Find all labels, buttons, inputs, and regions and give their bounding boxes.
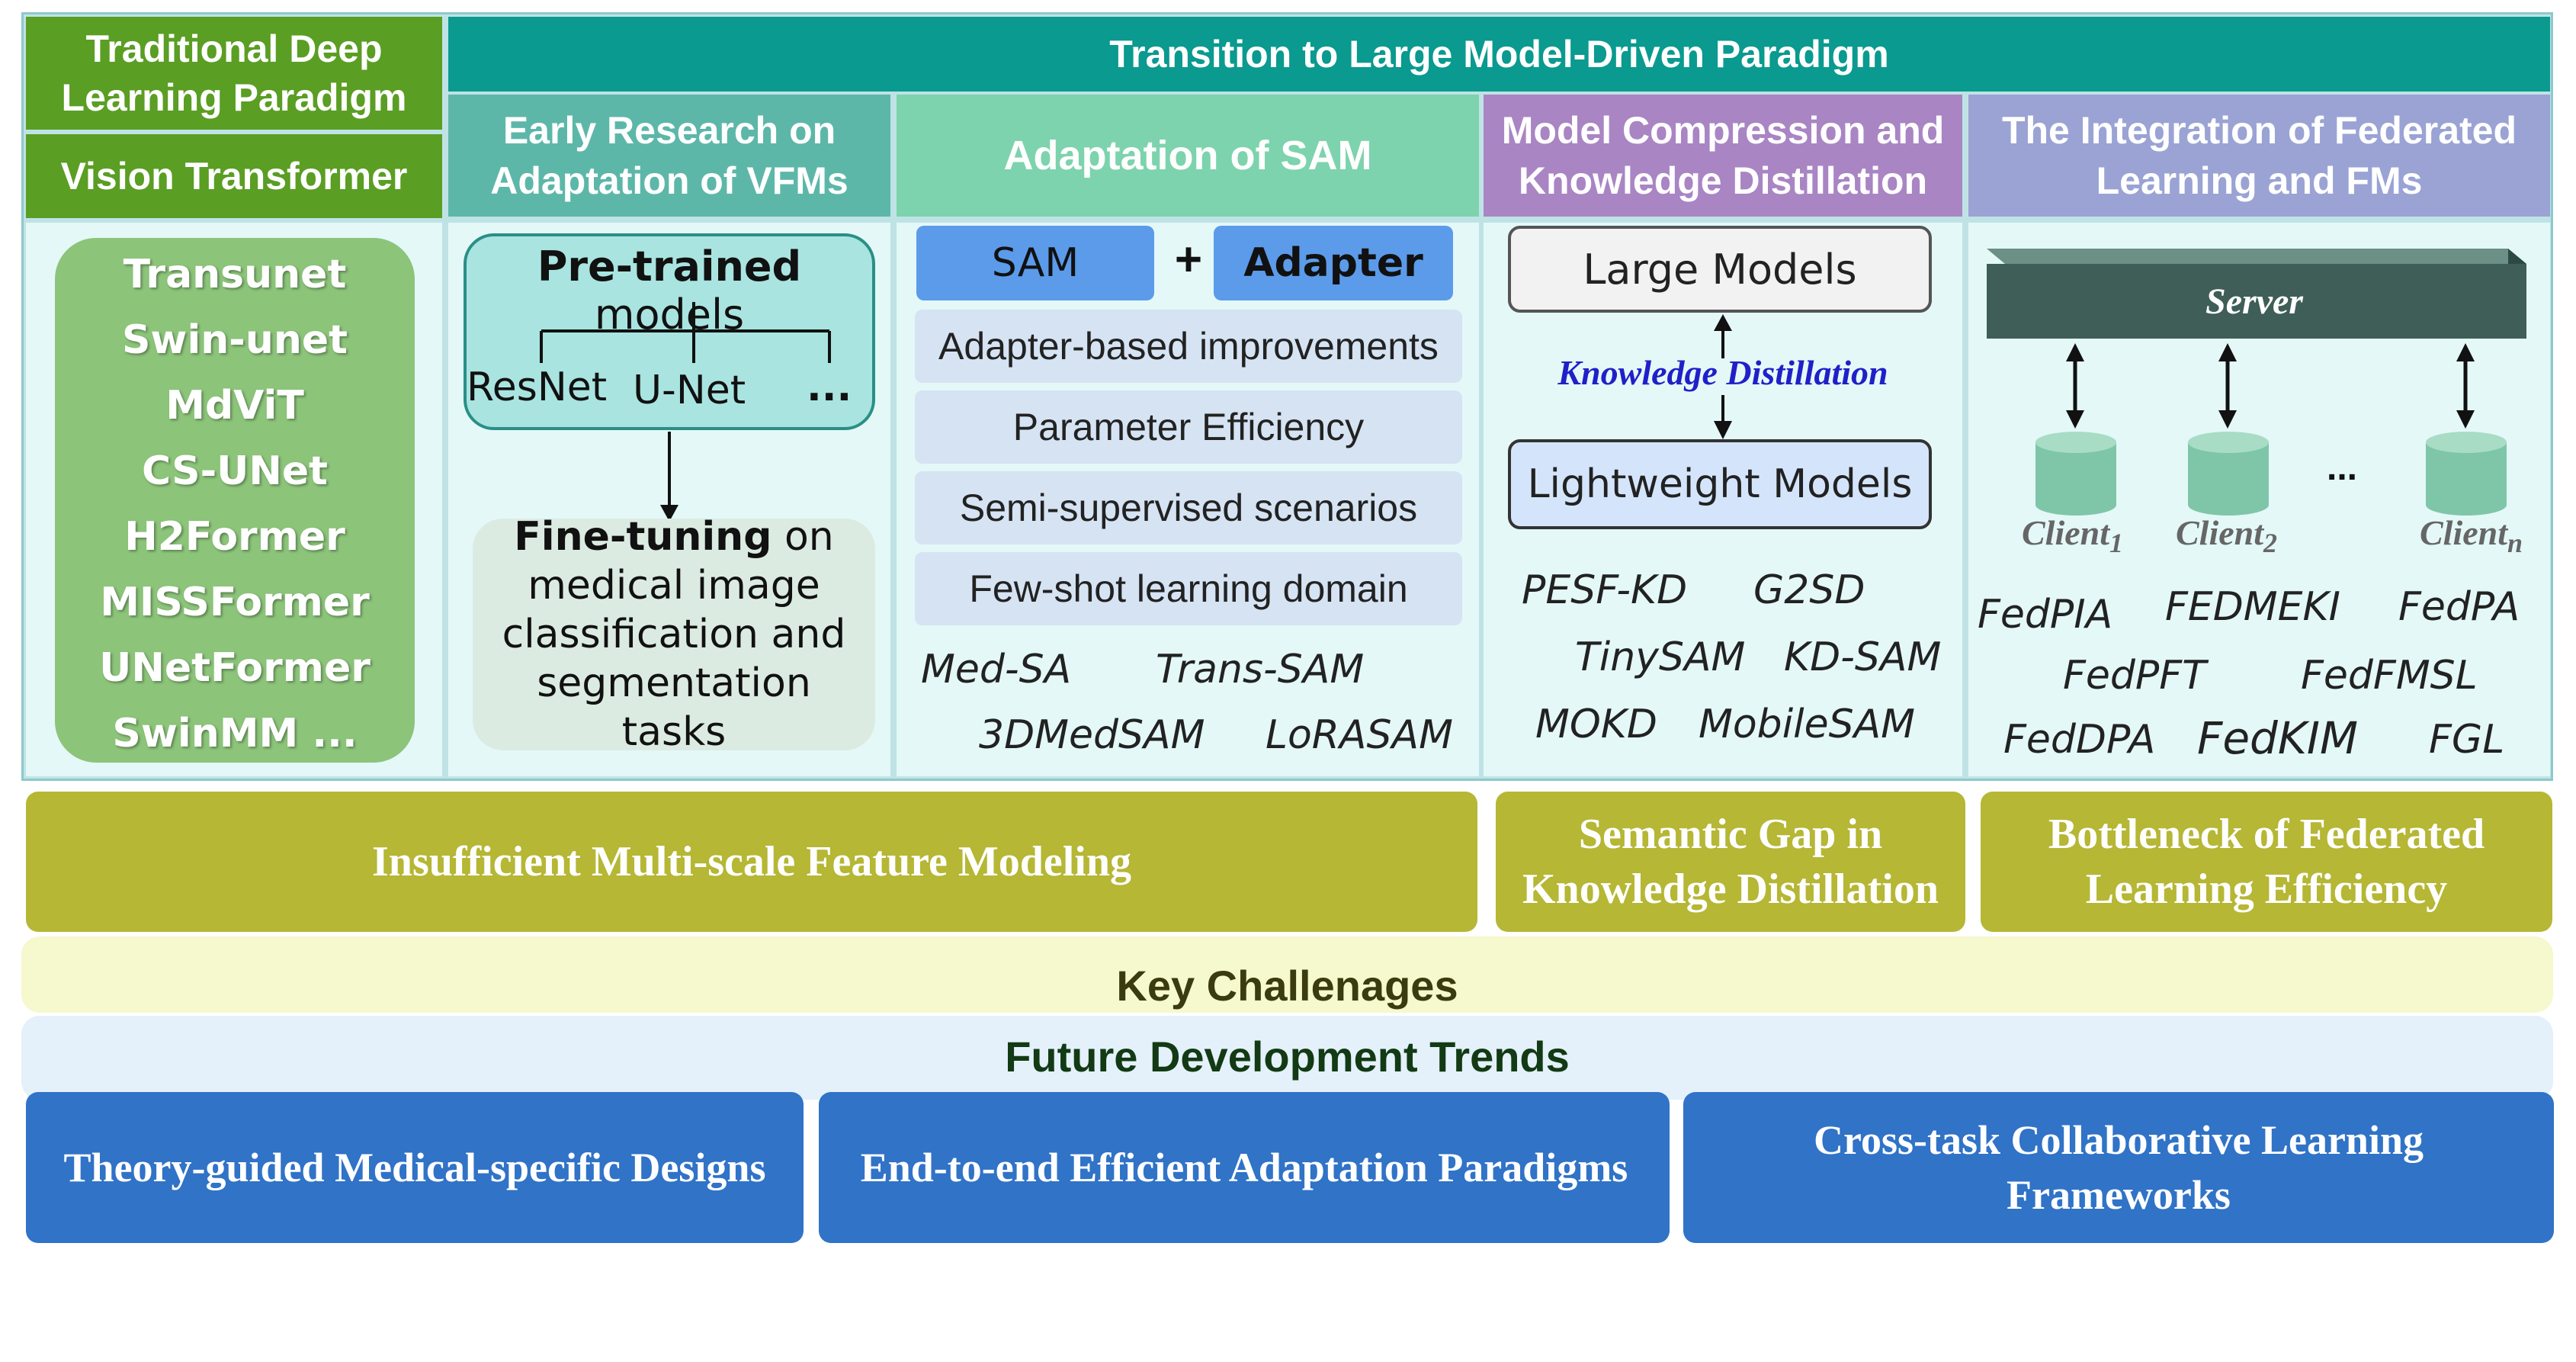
adapter-block: Adapter [1214,226,1453,300]
future-trend-item: Theory-guided Medical-specific Designs [26,1092,804,1243]
compression-title: Model Compression and Knowledge Distilla… [1501,109,1945,202]
vit-model: CS-UNet [141,448,329,494]
future-trend-item: Cross-task Collaborative Learning Framew… [1683,1092,2554,1243]
federated-diagram [1987,249,2526,516]
server-label: Server [2205,281,2303,322]
client-label: Clientn [2420,512,2523,559]
key-challenges-label: Key Challenages [1116,961,1458,1010]
sam-method: LoRASAM [1266,712,1453,758]
client-database-icon [2035,432,2116,516]
plus-sign: + [1174,233,1203,286]
client-sub: 1 [2109,528,2124,559]
sam-label: SAM [991,240,1079,286]
early-research-header: Early Research on Adaptation of VFMs [448,95,890,217]
adapter-label: Adapter [1243,240,1423,286]
fed-method: FedKIM [2197,712,2359,764]
client-prefix: Client [2176,513,2264,552]
client-sub: 2 [2263,528,2278,559]
traditional-paradigm-header: Traditional Deep Learning Paradigm [26,17,442,130]
knowledge-distillation-label: Knowledge Distillation [1557,353,1888,392]
kd-method: MobileSAM [1699,702,1916,747]
fed-method: FEDMEKI [2165,584,2340,630]
vit-header: Vision Transformer [26,134,442,218]
early-research-tree [540,302,831,522]
future-trend-item: End-to-end Efficient Adaptation Paradigm… [819,1092,1670,1243]
fed-method: FedPFT [2063,653,2206,699]
lightweight-models-label: Lightweight Models [1527,461,1913,507]
distillation-arrow [1714,314,1732,439]
compression-header: Model Compression and Knowledge Distilla… [1484,95,1962,217]
client-database-icon [2188,432,2269,516]
tree-branch: ... [807,365,852,410]
vit-model: MISSFormer [100,580,370,625]
vit-model: Transunet [123,252,347,297]
client-arrow [2066,343,2084,429]
challenge-item: Bottleneck of Federated Learning Efficie… [1981,792,2552,932]
client-arrow [2456,343,2475,429]
sam-title: Adaptation of SAM [1003,133,1372,178]
federated-header: The Integration of Federated Learning an… [1968,95,2550,217]
clients-ellipsis: ... [2327,448,2358,488]
vit-model: Swin-unet [121,317,348,363]
sam-method: Trans-SAM [1156,647,1365,692]
client-database-icon [2426,432,2507,516]
transition-title: Transition to Large Model-Driven Paradig… [1109,33,1889,75]
large-models-label: Large Models [1583,245,1857,294]
lightweight-models-box: Lightweight Models [1508,439,1932,529]
sam-block: SAM [916,226,1154,300]
key-challenges-bar: Key Challenages [21,936,2553,1013]
client-prefix: Client [2022,513,2110,552]
future-trends-label: Future Development Trends [1005,1032,1570,1081]
kd-method: KD-SAM [1784,634,1942,680]
challenge-item: Semantic Gap in Knowledge Distillation [1496,792,1965,932]
server-block [1987,249,2526,339]
vit-models-pill: Transunet Swin-unet MdViT CS-UNet H2Form… [55,238,415,763]
vit-title: Vision Transformer [60,155,408,198]
sam-header: Adaptation of SAM [897,95,1479,217]
kd-method: PESF-KD [1522,567,1688,613]
challenge-item: Insufficient Multi-scale Feature Modelin… [26,792,1477,932]
fed-method: FedPIA [1978,592,2113,638]
fed-method: FGL [2429,717,2505,763]
early-research-title: Early Research on Adaptation of VFMs [490,109,849,202]
kd-method: MOKD [1535,702,1657,747]
finetune-bold: Fine-tuning [514,514,772,560]
vit-model: H2Former [124,514,345,560]
kd-method: TinySAM [1575,634,1746,680]
fed-method: FedPA [2398,584,2520,630]
fed-method: FedDPA [2003,717,2156,763]
transition-header: Transition to Large Model-Driven Paradig… [448,17,2550,92]
vit-model: SwinMM ... [112,711,358,756]
future-trends-bar: Future Development Trends [21,1016,2553,1100]
tree-branch: ResNet [467,365,608,410]
large-models-box: Large Models [1508,226,1932,313]
finetune-rest: on medical image classification and segm… [502,514,846,755]
client-label: Client1 [2022,512,2123,559]
sam-item: Adapter-based improvements [915,310,1462,383]
kd-method: G2SD [1753,567,1865,613]
sam-item: Few-shot learning domain [915,552,1462,625]
sam-item: Parameter Efficiency [915,390,1462,464]
federated-title: The Integration of Federated Learning an… [2001,109,2517,202]
traditional-paradigm-title: Traditional Deep Learning Paradigm [61,27,407,119]
sam-method: Med-SA [921,647,1072,692]
vit-model: UNetFormer [99,645,371,691]
client-prefix: Client [2420,513,2508,552]
client-sub: n [2507,528,2523,559]
pretrained-bold: Pre-trained [537,243,802,291]
sam-item: Semi-supervised scenarios [915,471,1462,544]
tree-branch: U-Net [633,368,746,413]
sam-method: 3DMedSAM [979,712,1205,758]
finetuning-box: Fine-tuning on medical image classificat… [473,514,875,755]
finetuning-text: Fine-tuning on medical image classificat… [488,512,860,756]
vit-model: MdViT [165,383,304,429]
fed-method: FedFMSL [2301,653,2478,699]
client-label: Client2 [2176,512,2277,559]
client-arrow [2218,343,2237,429]
